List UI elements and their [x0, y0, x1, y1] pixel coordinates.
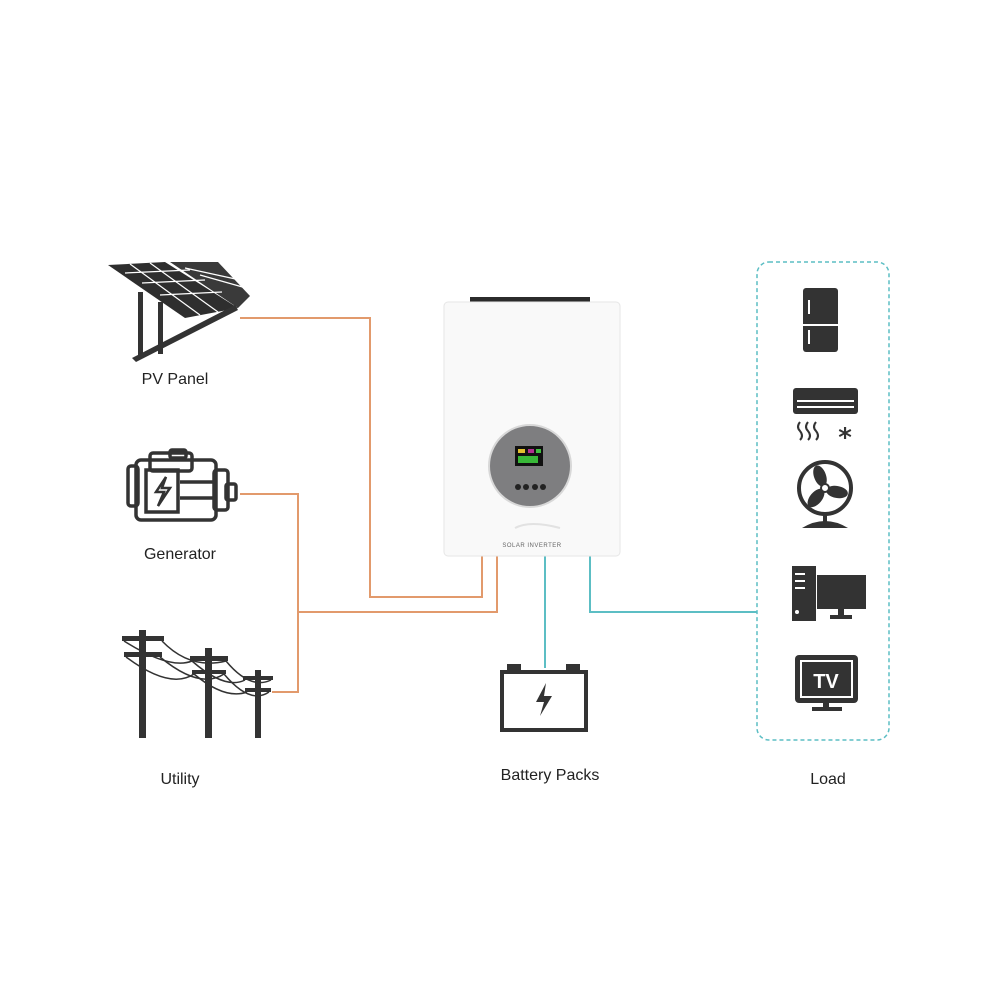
tv-icon: TV: [795, 655, 858, 711]
inverter-brand-text: SOLAR INVERTER: [502, 543, 561, 549]
load-line: [589, 556, 757, 613]
svg-text:*: *: [838, 423, 852, 453]
computer-icon: [792, 566, 866, 621]
generator-icon: [126, 448, 238, 522]
air-conditioner-icon: *: [793, 388, 858, 453]
load-label: Load: [810, 771, 846, 788]
solar-panel-icon: [108, 262, 250, 362]
battery-packs-label: Battery Packs: [501, 767, 600, 784]
inverter-buttons[interactable]: [515, 484, 546, 490]
load-group-box: [756, 261, 890, 741]
solar-inverter: SOLAR INVERTER: [443, 297, 621, 557]
inverter-top-bracket: [470, 297, 590, 302]
battery-icon: [500, 664, 588, 732]
utility-label: Utility: [160, 771, 199, 788]
utility-pole-icon: [122, 630, 273, 738]
pv-panel-label: PV Panel: [142, 371, 209, 388]
ac-wiring: [240, 317, 498, 693]
dc-wiring: [544, 556, 757, 668]
grid-line: [298, 556, 498, 613]
generator-label: Generator: [144, 546, 217, 563]
pv-line: [240, 317, 483, 598]
tv-icon-text: TV: [813, 671, 839, 693]
refrigerator-icon: [803, 288, 838, 352]
fan-icon: [797, 460, 853, 528]
generator-line: [240, 493, 299, 693]
